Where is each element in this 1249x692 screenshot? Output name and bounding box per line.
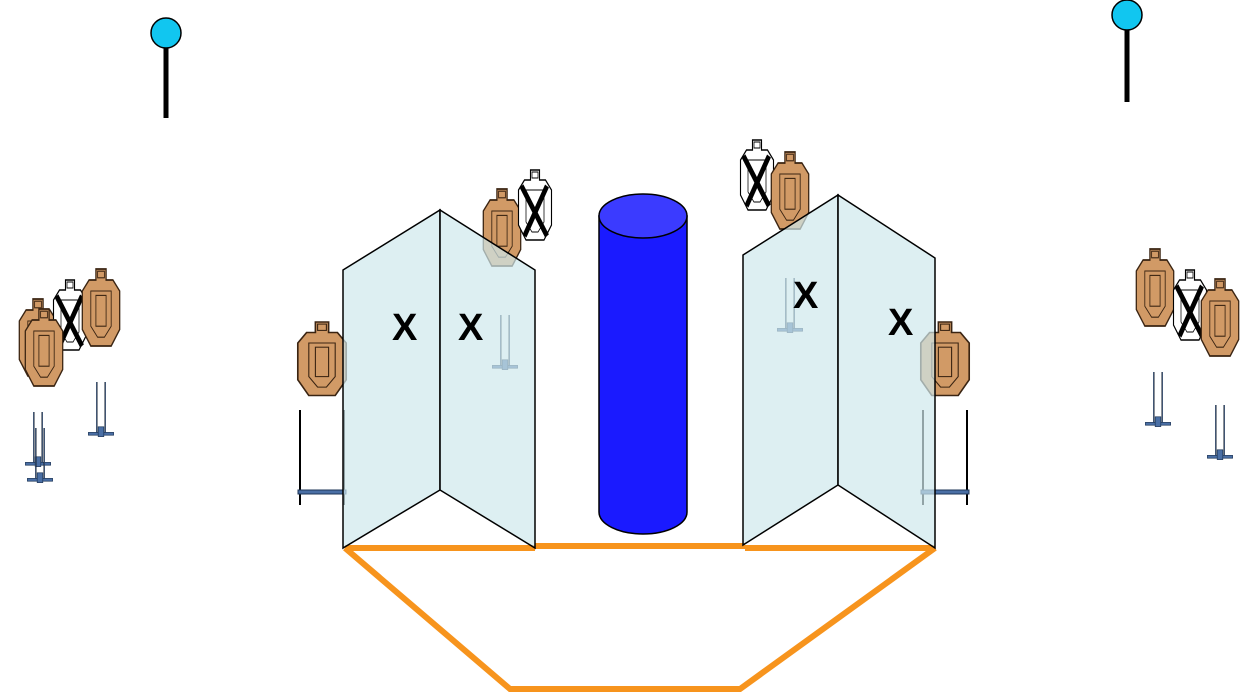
target-stand <box>1206 404 1234 461</box>
target-stand <box>1144 371 1172 428</box>
target-stand <box>26 427 54 484</box>
right-target-group <box>1135 248 1240 461</box>
wall-x-label: X <box>888 302 914 344</box>
wall-x-label: X <box>793 275 819 317</box>
start-pole-left <box>150 17 182 118</box>
vision-barrier-left <box>342 208 536 550</box>
barrel-icon <box>598 193 688 535</box>
shoot-target-icon <box>81 268 121 347</box>
target-stand <box>87 381 115 438</box>
shoot-target-icon <box>1135 248 1175 327</box>
wall-x-label: X <box>458 307 484 349</box>
left-side-target <box>296 321 348 505</box>
vision-barrier-right <box>742 193 936 550</box>
no-shoot-target-icon <box>519 170 552 240</box>
left-target-group <box>18 268 121 484</box>
target-stand <box>24 411 52 468</box>
fault-line <box>343 543 937 692</box>
shoot-target-icon <box>296 321 348 397</box>
start-pole-right <box>1111 0 1143 102</box>
wall-x-label: X <box>392 307 418 349</box>
no-shoot-target-icon <box>741 140 774 210</box>
